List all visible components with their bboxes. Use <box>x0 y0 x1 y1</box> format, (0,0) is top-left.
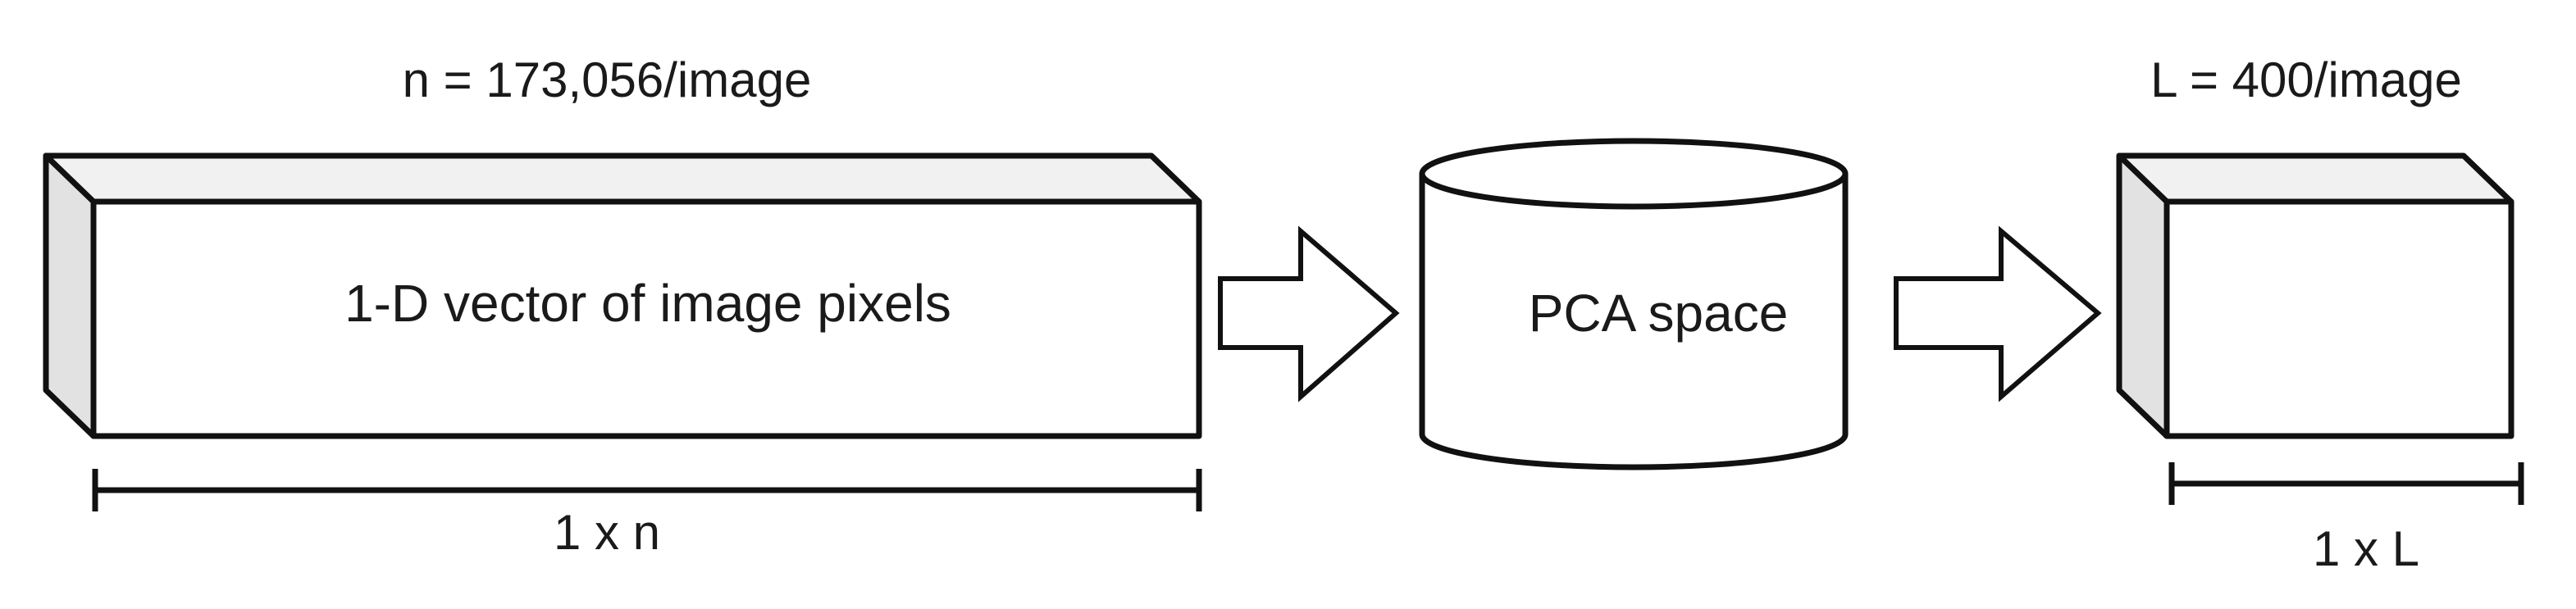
output-box-front-face <box>2163 198 2514 439</box>
pca-cylinder-body <box>1419 170 1849 470</box>
output-dimension-bracket <box>2168 462 2524 505</box>
input-vector-label: 1-D vector of image pixels <box>344 274 951 333</box>
arrow-right-icon <box>1218 225 1400 402</box>
input-size-label: n = 173,056/image <box>403 52 812 107</box>
pca-cylinder-top <box>1419 138 1849 210</box>
output-dimension-label: 1 x L <box>2313 521 2419 576</box>
pca-space-label: PCA space <box>1529 284 1789 343</box>
input-vector-box <box>43 152 1202 439</box>
pca-cylinder <box>1419 138 1849 470</box>
output-box-top-face <box>2116 152 2514 205</box>
arrow-right-icon <box>1894 225 2102 402</box>
input-dimension-bracket <box>92 469 1202 511</box>
input-box-top-face <box>43 152 1202 205</box>
output-box-side-face <box>2116 152 2170 439</box>
input-box-front-face <box>90 198 1202 439</box>
input-dimension-label: 1 x n <box>554 505 660 560</box>
output-vector-box <box>2116 152 2514 439</box>
output-size-label: L = 400/image <box>2150 52 2462 107</box>
input-box-side-face <box>43 152 97 439</box>
